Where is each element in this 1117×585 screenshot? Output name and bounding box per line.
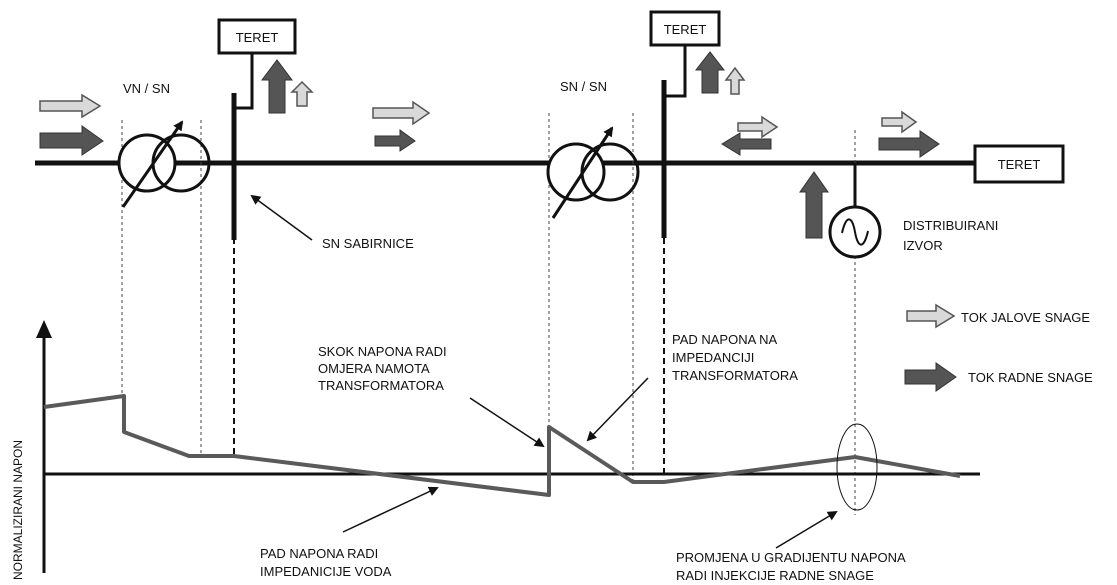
legend-active-label: TOK RADNE SNAGE <box>968 370 1093 385</box>
busbar-pointer <box>250 194 313 241</box>
gradient-pointer <box>775 510 838 549</box>
dg-label-line1: DISTRIBUIRANI <box>903 218 998 233</box>
load-1-connection <box>234 52 254 110</box>
tap-changer-arrow <box>551 126 614 219</box>
reactive-power-arrow-icon <box>881 110 918 134</box>
legend-reactive-label: TOK JALOVE SNAGE <box>961 310 1090 325</box>
transformer-sn-sn <box>546 126 640 219</box>
reactive-power-arrow-icon <box>737 115 779 139</box>
load-2-connection <box>664 45 687 98</box>
legend-active-arrow-icon <box>904 362 957 392</box>
voltage-jump-pointer <box>469 397 545 448</box>
line-drop-label-1: PAD NAPONA RADI <box>260 546 378 561</box>
load-1-label: TERET <box>236 30 279 45</box>
dg-label-line2: IZVOR <box>903 238 943 253</box>
active-power-arrow-left-icon <box>721 132 772 156</box>
transformer-winding-primary <box>117 133 177 193</box>
transformer-drop-label-3: TRANSFORMATORA <box>672 368 798 383</box>
active-power-arrow-icon <box>39 125 104 156</box>
voltage-jump-label-3: TRANSFORMATORA <box>318 378 444 393</box>
active-power-arrow-up-icon <box>694 51 726 94</box>
power-flow-arrows <box>39 51 940 239</box>
reactive-power-arrow-icon <box>39 93 102 119</box>
transformer-1-label: VN / SN <box>123 81 170 96</box>
voltage-jump-label-1: SKOK NAPONA RADI <box>318 344 447 359</box>
gradient-label-2: RADI INJEKCIJE RADNE SNAGE <box>676 568 874 583</box>
voltage-jump-label-2: OMJERA NAMOTA <box>318 361 430 376</box>
load-2-label: TERET <box>664 22 707 37</box>
reactive-power-arrow-up-icon <box>724 66 746 95</box>
load-3-label: TERET <box>998 157 1041 172</box>
load-3-box <box>973 144 1065 184</box>
transformer-drop-pointer <box>586 377 649 442</box>
active-power-arrow-up-icon <box>261 59 293 114</box>
y-axis-label: NORMALIZIRANI NAPON <box>11 440 25 580</box>
transformer-drop-label-2: IMPEDANCIJI <box>672 350 754 365</box>
transformer-2-label: SN / SN <box>560 79 607 94</box>
transformer-vn-sn <box>117 120 211 208</box>
legend: TOK JALOVE SNAGE TOK RADNE SNAGE <box>904 303 1093 392</box>
active-power-arrow-up-icon <box>799 171 829 239</box>
axis-arrow-icon <box>36 320 52 338</box>
reactive-power-arrow-icon <box>372 100 431 126</box>
load-1-box <box>217 18 297 55</box>
legend-reactive-arrow-icon <box>906 303 956 329</box>
voltage-profile-curve <box>43 394 961 497</box>
line-drop-pointer <box>342 486 439 533</box>
transformer-drop-label-1: PAD NAPONA NA <box>672 332 778 347</box>
line-drop-label-2: IMPEDANICIJE VODA <box>260 564 392 579</box>
gradient-change-ellipse <box>836 423 878 511</box>
tap-changer-arrow <box>121 120 184 208</box>
sine-wave-icon <box>841 218 869 246</box>
busbar-label: SN SABIRNICE <box>322 236 414 251</box>
active-power-arrow-icon <box>374 129 416 152</box>
gradient-label-1: PROMJENA U GRADIJENTU NAPONA <box>676 550 906 565</box>
load-2-box <box>649 10 721 47</box>
transformer-winding-primary <box>546 142 606 202</box>
reactive-power-arrow-up-icon <box>290 80 314 107</box>
active-power-arrow-icon <box>878 130 940 158</box>
